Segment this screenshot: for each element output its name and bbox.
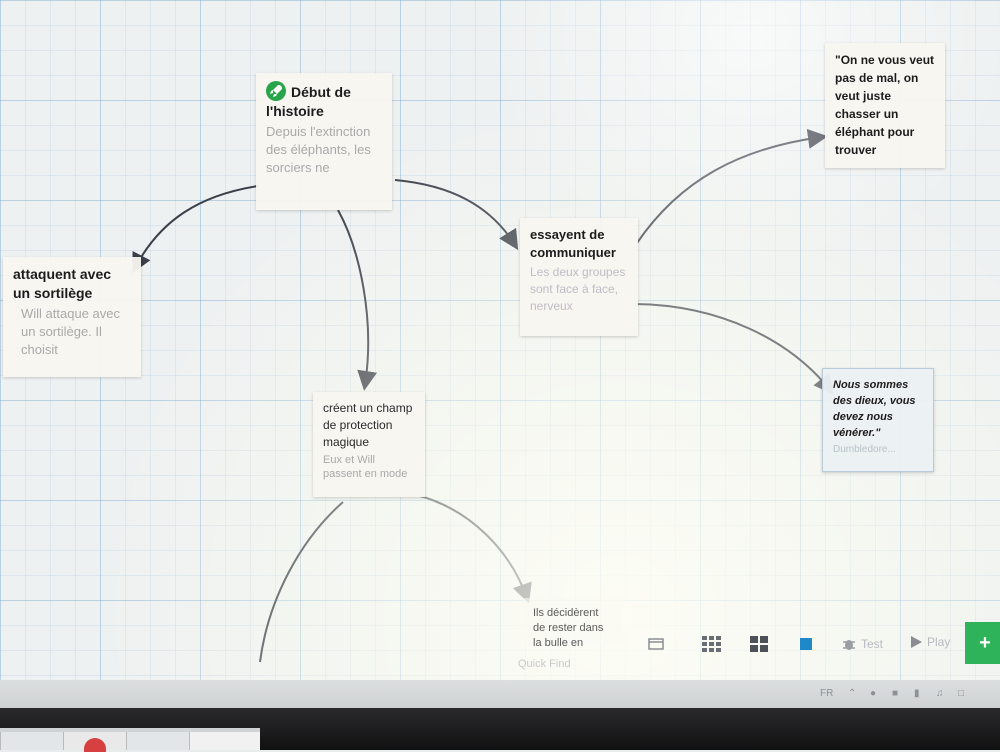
passage-excerpt: Eux et Will passent en mode [323, 454, 408, 480]
passage-title: Début de l'histoire [266, 84, 351, 119]
passage-attaquent[interactable]: attaquent avec un sortilège Will attaque… [3, 257, 141, 377]
taskbar-app-icon[interactable] [189, 732, 260, 750]
taskbar-app-icon[interactable] [63, 732, 126, 752]
link-creent-to-offscreen [259, 501, 344, 663]
passage-title: attaquent avec un sortilège [13, 266, 112, 301]
show-snippets-icon[interactable] [800, 634, 812, 654]
link-essayent-to-onne [636, 128, 828, 244]
play-label: Play [927, 635, 951, 649]
passage-nous[interactable]: Nous sommes des dieux, vous devez nous v… [822, 368, 934, 472]
passage-essayent[interactable]: essayent de communiquer Les deux groupes… [520, 218, 638, 336]
tray-chevron-icon[interactable]: ⌃ [848, 688, 857, 699]
link-debut-to-attaquent [132, 185, 259, 274]
red-circle-icon [84, 738, 106, 752]
add-passage-button[interactable]: + [965, 622, 1000, 664]
test-button[interactable]: Test [842, 634, 883, 654]
tray-dot-icon[interactable]: ● [870, 688, 877, 699]
link-essayent-to-nous [634, 303, 834, 395]
quick-find-label[interactable]: Quick Find [518, 658, 571, 670]
passage-title: "On ne vous veut pas de mal, on veut jus… [835, 53, 935, 157]
passage-excerpt: Depuis l'extinction des éléphants, les s… [266, 124, 371, 175]
network-icon[interactable]: ■ [892, 688, 899, 699]
passage-ils[interactable]: Ils décidèrent de rester dans la bulle e… [523, 598, 623, 646]
play-button[interactable]: Play [910, 632, 950, 652]
passage-creent[interactable]: créent un champ de protection magique Eu… [313, 392, 425, 497]
show-excerpts-icon[interactable] [750, 634, 768, 654]
passage-title: essayent de communiquer [530, 227, 616, 260]
passage-debut[interactable]: Début de l'histoire Depuis l'extinction … [256, 73, 392, 210]
rocket-icon [266, 81, 286, 101]
passage-onne[interactable]: "On ne vous veut pas de mal, on veut jus… [825, 43, 945, 168]
passage-excerpt: Will attaque avec un sortilège. Il chois… [21, 306, 120, 357]
system-taskbar [0, 680, 1000, 708]
volume-icon[interactable]: ♫ [936, 688, 944, 699]
passage-title: créent un champ de protection magique [323, 401, 413, 449]
passage-excerpt: Dumbledore... [833, 444, 896, 455]
language-indicator[interactable]: FR [820, 688, 834, 699]
notification-icon[interactable]: □ [958, 688, 965, 699]
battery-icon[interactable]: ▮ [914, 688, 920, 699]
test-label: Test [861, 637, 884, 651]
story-toolbar: Test Play + [620, 622, 1000, 666]
passage-title: Nous sommes des dieux, vous devez nous v… [833, 379, 916, 439]
link-debut-to-creent [337, 209, 378, 391]
passage-title: Ils décidèrent de rester dans la bulle e… [533, 607, 604, 646]
taskbar-app-icon[interactable] [0, 732, 63, 750]
play-icon [911, 636, 922, 648]
test-bug-icon [843, 640, 855, 650]
show-titles-icon[interactable] [702, 634, 722, 654]
passage-excerpt: Les deux groupes sont face à face, nerve… [530, 265, 626, 313]
story-details-icon[interactable] [648, 634, 664, 654]
link-creent-to-ils [419, 495, 532, 604]
taskbar-app-icon[interactable] [126, 732, 189, 750]
link-debut-to-essayent [394, 179, 519, 251]
